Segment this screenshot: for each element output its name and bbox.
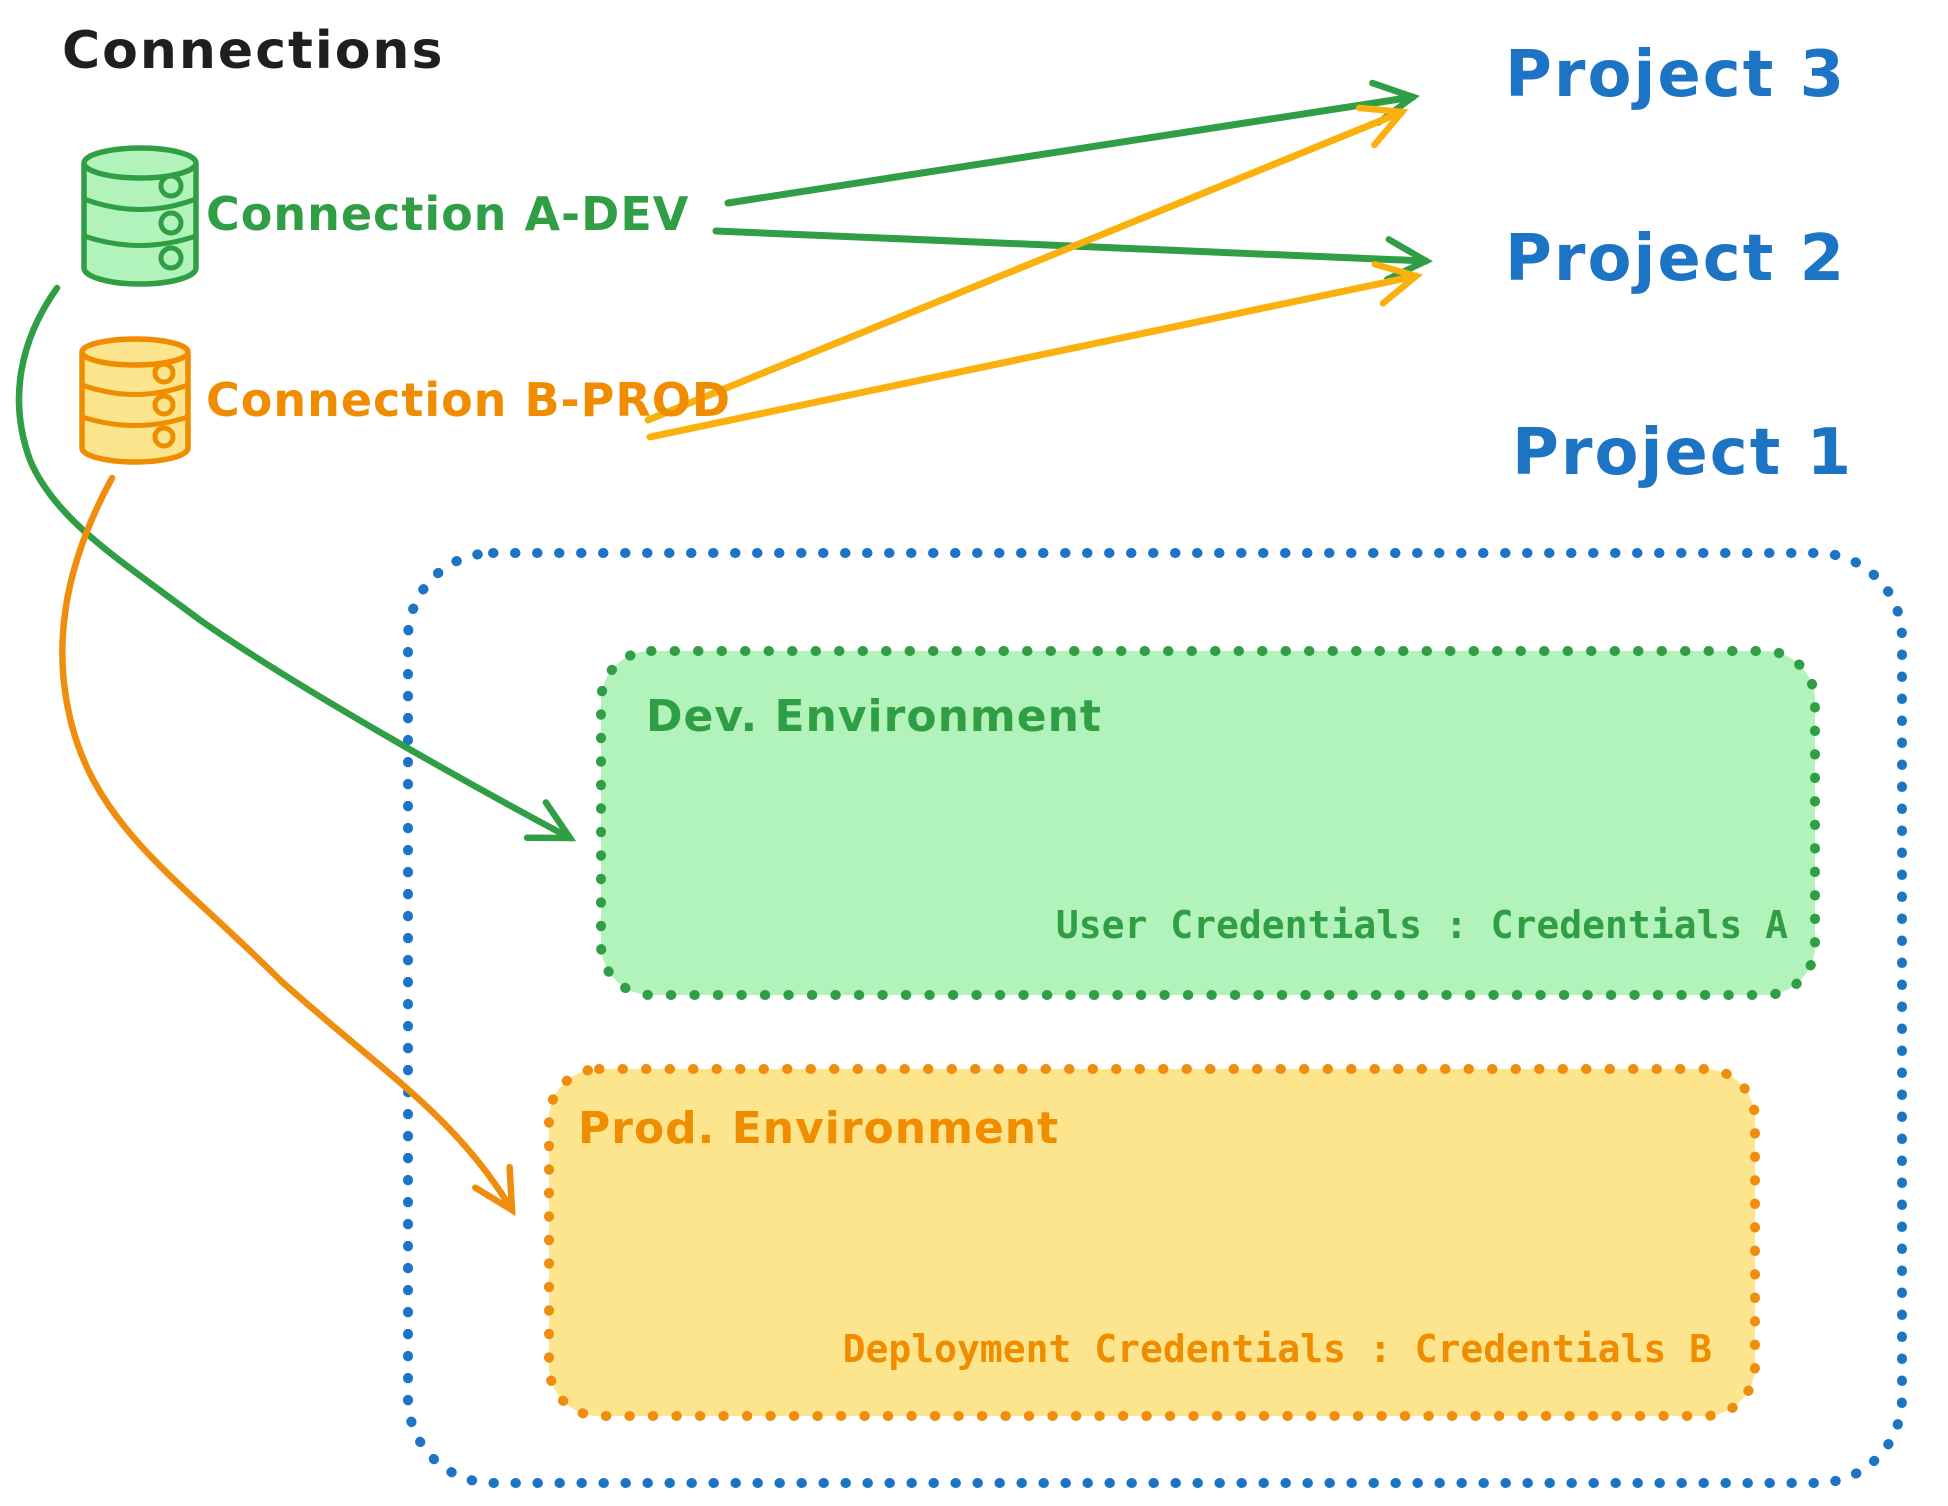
database-icon-a-dev bbox=[81, 145, 199, 287]
database-led bbox=[158, 245, 184, 271]
arrow-a-dev-to-dev-environment bbox=[15, 284, 577, 842]
prod-environment-box bbox=[544, 1064, 1760, 1421]
database-divider bbox=[83, 196, 197, 212]
database-led bbox=[152, 393, 176, 417]
arrow-a-dev-to-project-3 bbox=[724, 79, 1420, 207]
database-led bbox=[152, 361, 176, 385]
project-3-label: Project 3 bbox=[1505, 38, 1847, 112]
database-divider bbox=[81, 382, 189, 397]
database-top bbox=[81, 145, 199, 181]
arrow-b-prod-to-project-2 bbox=[646, 260, 1423, 441]
database-top bbox=[79, 336, 191, 368]
database-divider bbox=[83, 233, 197, 248]
connection-a-dev-label: Connection A-DEV bbox=[206, 187, 690, 241]
project-1-label: Project 1 bbox=[1512, 416, 1854, 490]
database-led bbox=[158, 210, 184, 236]
dev-environment-label: Dev. Environment bbox=[646, 691, 1102, 742]
database-divider bbox=[81, 414, 189, 428]
connection-b-prod-label: Connection B-PROD bbox=[206, 373, 732, 427]
database-led bbox=[158, 173, 184, 199]
dev-credentials-text: User Credentials : Credentials A bbox=[1055, 903, 1788, 947]
arrow-b-prod-to-prod-environment bbox=[59, 474, 516, 1216]
prod-environment-label: Prod. Environment bbox=[578, 1103, 1060, 1154]
arrow-b-prod-to-project-3 bbox=[644, 104, 1409, 424]
diagram-title: Connections bbox=[62, 21, 445, 81]
prod-credentials-text: Deployment Credentials : Credentials B bbox=[842, 1327, 1712, 1371]
project-1-container-box bbox=[403, 548, 1907, 1488]
project-2-label: Project 2 bbox=[1505, 222, 1847, 296]
dev-environment-box bbox=[596, 646, 1820, 1000]
database-led bbox=[152, 425, 176, 449]
database-icon-b-prod bbox=[79, 336, 191, 465]
